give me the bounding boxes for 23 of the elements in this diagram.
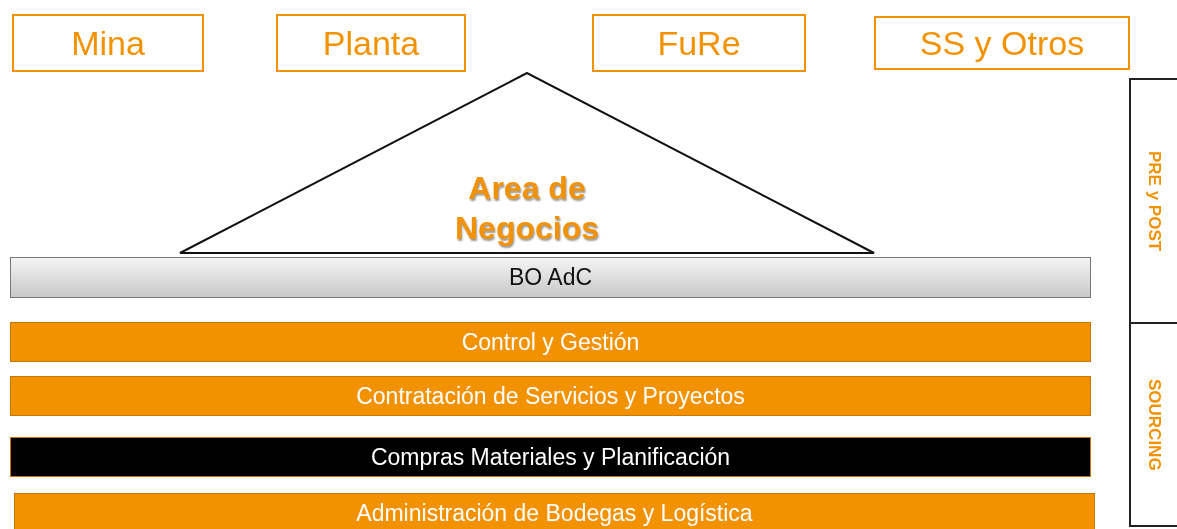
layer-label: Compras Materiales y Planificación bbox=[370, 443, 731, 471]
layer-label: Control y Gestión bbox=[461, 328, 640, 356]
side-label: SOURCING bbox=[1144, 378, 1164, 471]
area-label: SS y Otros bbox=[919, 23, 1085, 63]
area-box bbox=[592, 14, 806, 72]
area-label: Planta bbox=[322, 23, 420, 63]
side-panel bbox=[1129, 322, 1177, 527]
layer-bar bbox=[10, 376, 1091, 416]
layer-label: Administración de Bodegas y Logística bbox=[356, 499, 753, 527]
layer-bar bbox=[10, 437, 1091, 477]
layer-bar bbox=[10, 257, 1091, 298]
area-box bbox=[874, 16, 1130, 70]
layer-bar bbox=[14, 493, 1095, 529]
side-label: PRE y POST bbox=[1144, 150, 1164, 252]
layer-bar bbox=[10, 322, 1091, 362]
area-label: FuRe bbox=[657, 23, 741, 63]
side-panel bbox=[1129, 78, 1177, 324]
layer-label: BO AdC bbox=[508, 264, 593, 291]
roof-title: Area de Negocios bbox=[454, 169, 600, 248]
area-label: Mina bbox=[71, 23, 145, 63]
layer-label: Contratación de Servicios y Proyectos bbox=[356, 382, 745, 410]
area-box bbox=[12, 14, 204, 72]
area-box bbox=[276, 14, 466, 72]
